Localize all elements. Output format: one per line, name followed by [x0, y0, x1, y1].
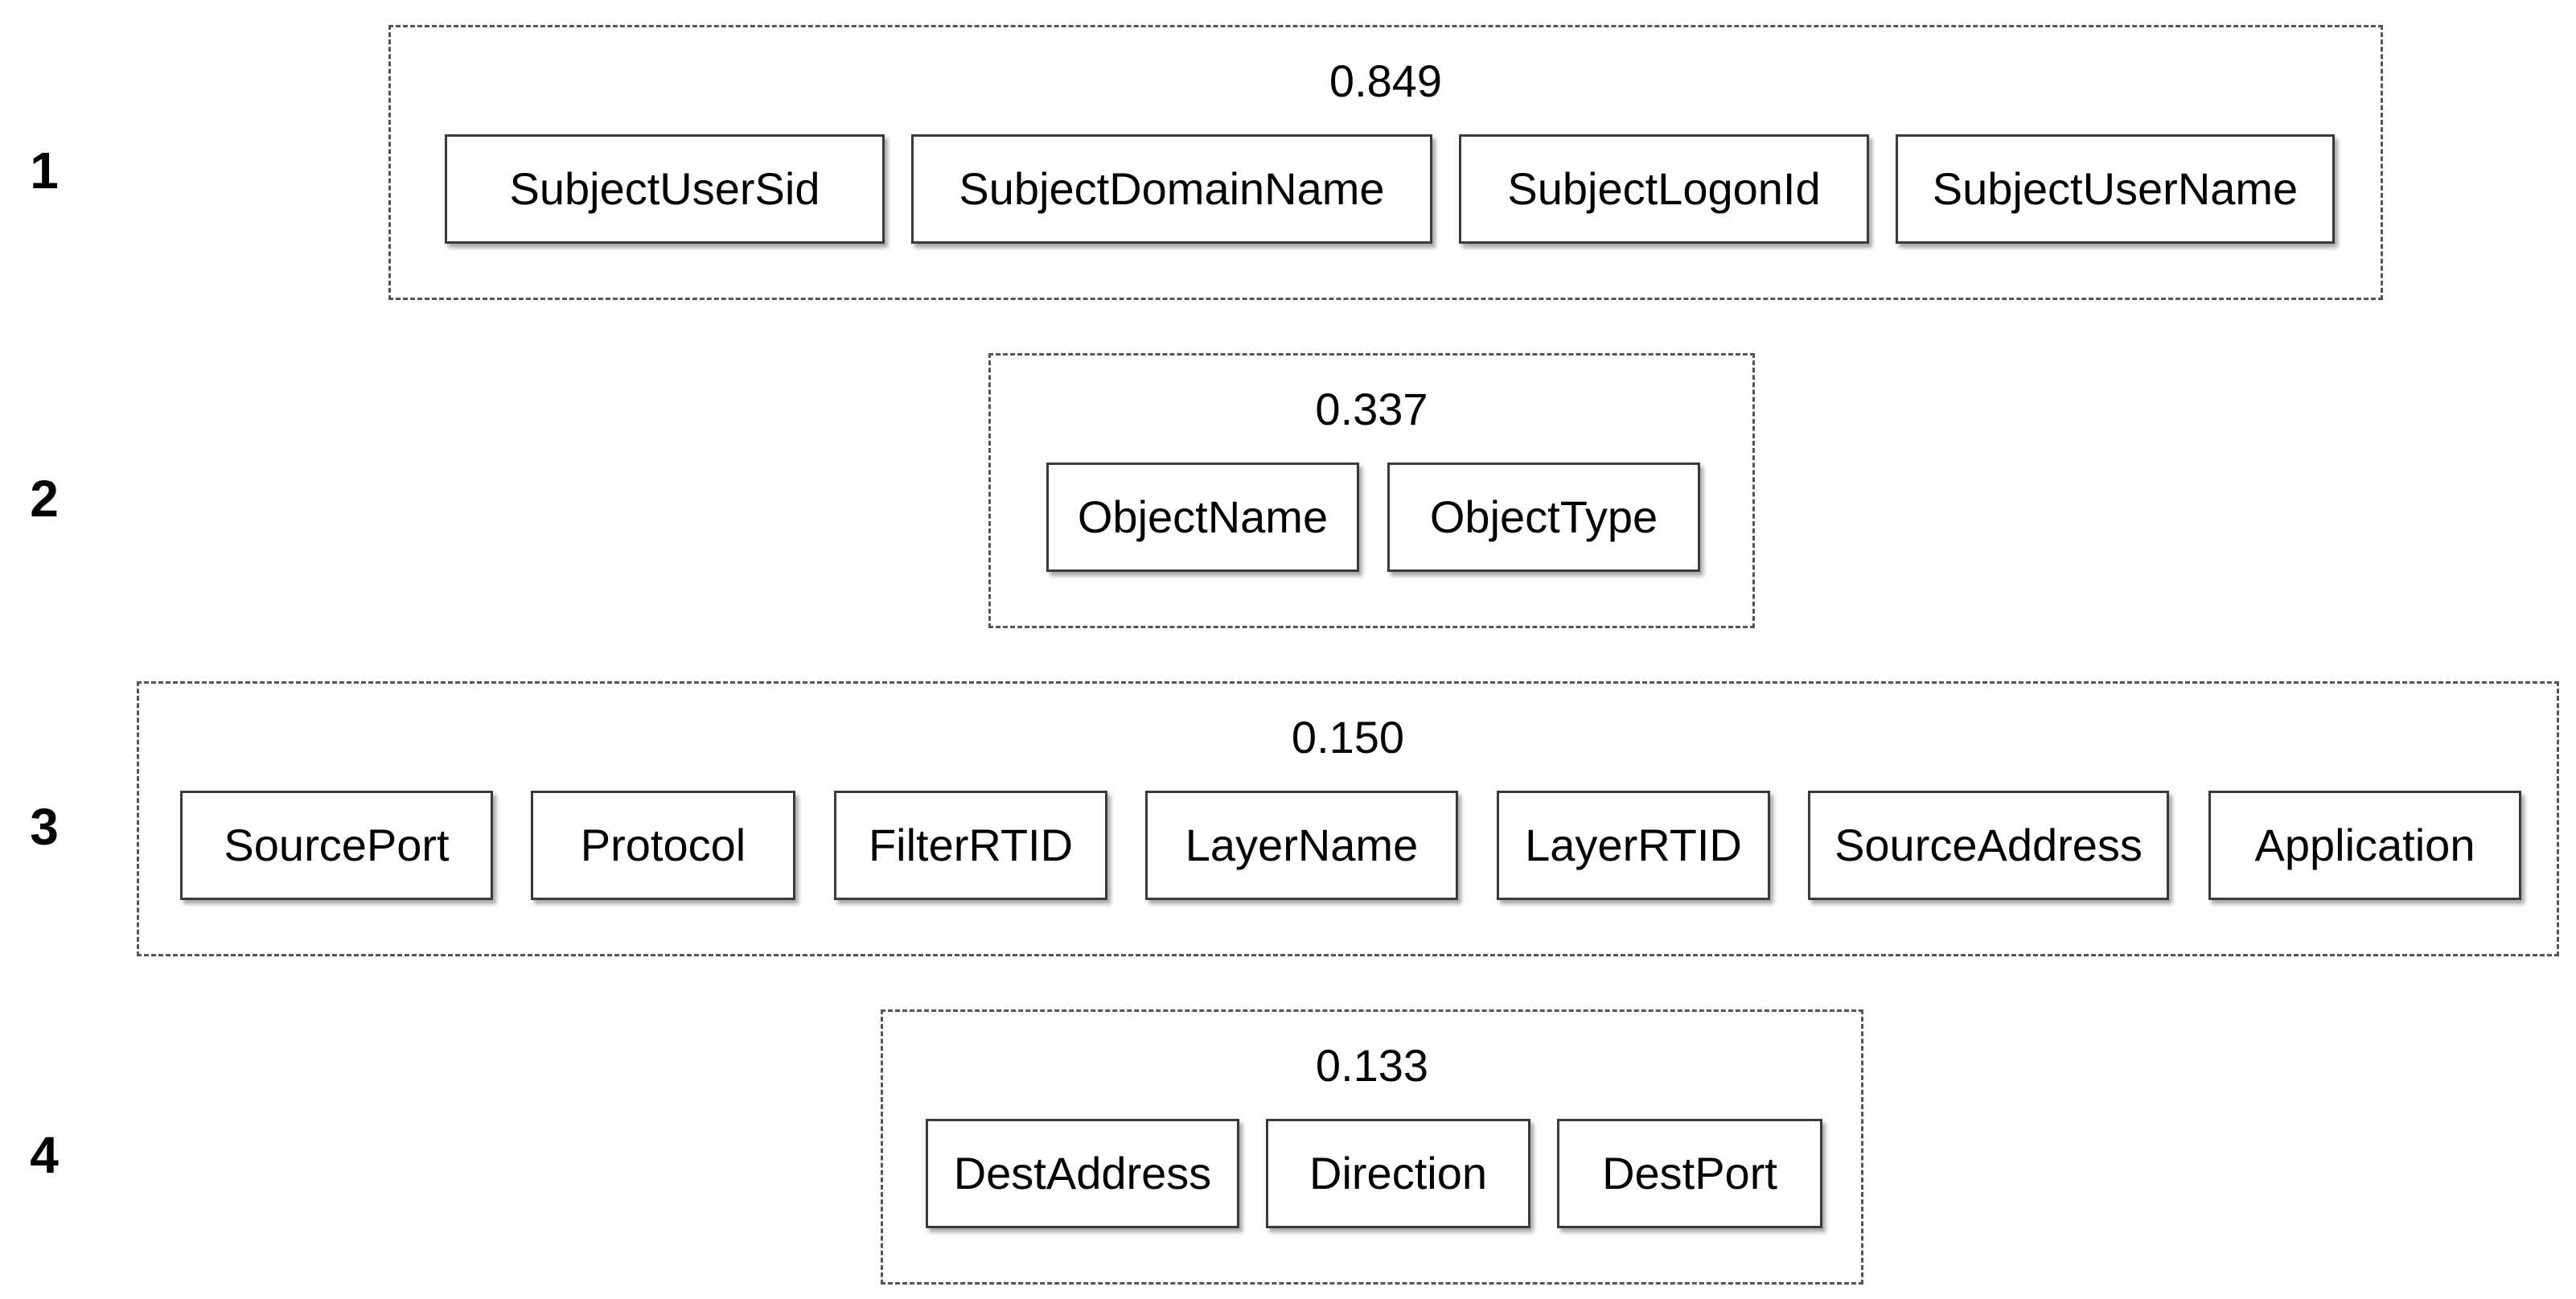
- field-box: SourceAddress: [1808, 791, 2169, 900]
- group-rank-2: 2: [30, 470, 59, 528]
- group-score: 0.133: [1315, 1040, 1429, 1091]
- feature-group-2: 0.337 ObjectName ObjectType: [988, 353, 1755, 628]
- feature-group-4: 0.133 DestAddress Direction DestPort: [881, 1009, 1863, 1285]
- feature-group-1: 0.849 SubjectUserSid SubjectDomainName S…: [388, 25, 2383, 300]
- group-score: 0.849: [1329, 55, 1443, 106]
- group-rank-1: 1: [30, 142, 59, 199]
- group-rank-3: 3: [30, 798, 59, 856]
- field-box: LayerName: [1145, 791, 1458, 900]
- group-score: 0.150: [1291, 712, 1405, 763]
- field-box: DestAddress: [926, 1119, 1239, 1228]
- field-box: Direction: [1266, 1119, 1530, 1228]
- field-box: FilterRTID: [834, 791, 1107, 900]
- field-box: Protocol: [531, 791, 795, 900]
- group-score: 0.337: [1315, 384, 1428, 434]
- field-box: SubjectUserSid: [445, 134, 885, 244]
- field-box: DestPort: [1557, 1119, 1822, 1228]
- field-box: Application: [2208, 791, 2521, 900]
- group-rank-4: 4: [30, 1126, 59, 1184]
- field-box: SourcePort: [180, 791, 493, 900]
- field-box: SubjectUserName: [1896, 134, 2335, 244]
- field-box: ObjectType: [1387, 462, 1700, 572]
- field-box: SubjectLogonId: [1459, 134, 1869, 244]
- field-box: SubjectDomainName: [911, 134, 1432, 244]
- feature-group-3: 0.150 SourcePort Protocol FilterRTID Lay…: [137, 681, 2559, 956]
- field-box: LayerRTID: [1497, 791, 1770, 900]
- field-box: ObjectName: [1046, 462, 1359, 572]
